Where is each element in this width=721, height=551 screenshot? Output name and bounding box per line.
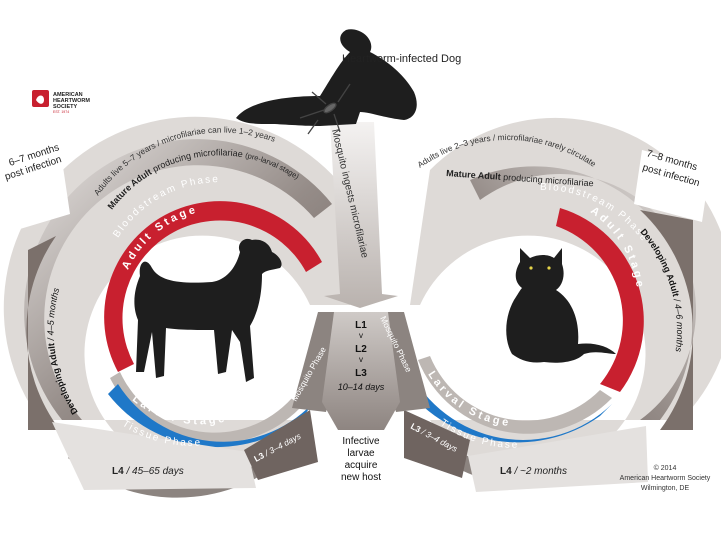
infected-dog-label: Heartworm-infected Dog [342, 53, 461, 65]
cat-l4-label: L4 / ~2 months [500, 466, 567, 477]
dog-bloodstream-ring [24, 139, 332, 420]
mosquito-silhouette [299, 83, 351, 135]
center-l1: L1 [355, 320, 367, 331]
cat-l3-wedge [404, 410, 470, 478]
center-l3: L3 [355, 368, 367, 379]
dog-adult-stage-arc [104, 201, 322, 372]
center-l2: L2 [355, 344, 367, 355]
infective-line2: larvae [347, 448, 375, 459]
logo-text-1: AMERICAN [53, 92, 83, 98]
cat-bloodstream-ring [470, 166, 696, 420]
cat-larval-stage-arc [400, 368, 612, 443]
infective-line3: acquire [345, 460, 378, 471]
copyright-location: Wilmington, DE [641, 485, 690, 492]
cat-l4-arrow [468, 426, 648, 492]
dog-cycle [3, 116, 352, 498]
center-duration: 10–14 days [338, 382, 385, 392]
dog-larval-stage-arc [108, 384, 312, 448]
infective-line1: Infective [342, 436, 380, 447]
cat-adult-stage-arc [556, 208, 644, 392]
cat-inner-gray-ring [418, 356, 612, 434]
center-column [322, 122, 400, 430]
ahs-logo: AMERICAN HEARTWORM SOCIETY EST. 1974 [32, 90, 90, 114]
copyright-year: © 2014 [654, 464, 677, 472]
infective-line4: new host [341, 472, 381, 483]
cat-timing-block [634, 150, 710, 222]
logo-est: EST. 1974 [53, 110, 69, 114]
dog-silhouette [134, 238, 282, 382]
center-arrow1: v [359, 331, 363, 340]
mosquito-ingests-arrow [324, 122, 398, 308]
cat-developing-band [640, 210, 693, 430]
dog-l4-arrow [52, 422, 256, 490]
cat-silhouette [506, 248, 616, 363]
copyright-org: American Heartworm Society [620, 475, 711, 482]
center-arrow2: v [359, 355, 363, 364]
cat-cycle [370, 117, 721, 492]
dog-l3-wedge [244, 410, 318, 480]
dog-l4-label: L4 / 45–65 days [112, 466, 184, 477]
infected-dog-silhouette [236, 29, 417, 126]
dog-timing-block [4, 160, 70, 232]
logo-text-3: SOCIETY [53, 104, 77, 110]
logo-text-2: HEARTWORM [53, 98, 90, 104]
center-larval-block [322, 312, 400, 430]
dog-developing-band [26, 236, 60, 430]
